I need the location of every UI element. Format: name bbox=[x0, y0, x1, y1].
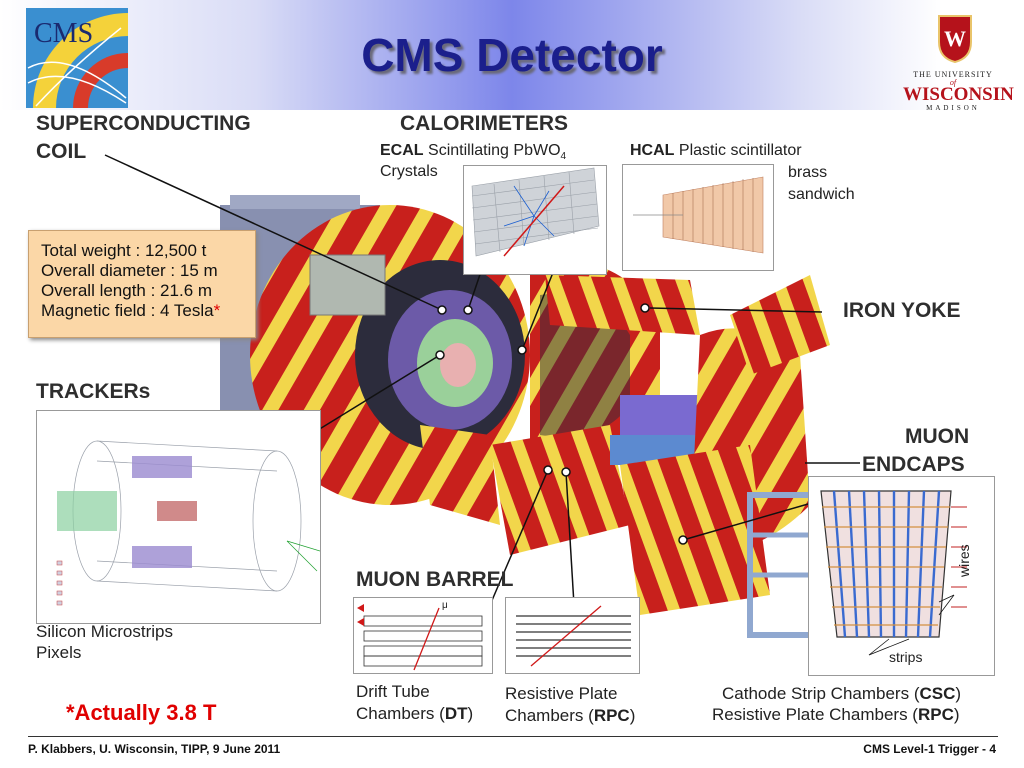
ecal-inset bbox=[463, 165, 607, 275]
label-strips: strips bbox=[889, 649, 922, 665]
footer-divider bbox=[28, 736, 998, 737]
uw-wisconsin: WISCONSIN bbox=[903, 84, 1014, 105]
label-wires: wires bbox=[956, 544, 972, 578]
spec-length: Overall length : 21.6 m bbox=[41, 281, 213, 300]
uw-the-university: THE UNIVERSITY bbox=[913, 70, 993, 79]
label-superconducting: SUPERCONDUCTING bbox=[36, 112, 251, 135]
cms-logo: CMS bbox=[26, 8, 128, 108]
label-rpc-1: Resistive Plate bbox=[505, 684, 618, 703]
label-pixels: Pixels bbox=[36, 643, 82, 662]
footer-page: CMS Level-1 Trigger - 4 bbox=[863, 742, 996, 756]
uw-madison: MADISON bbox=[926, 104, 980, 112]
label-csc-2: Resistive Plate Chambers (RPC) bbox=[712, 705, 960, 724]
label-drift-1: Drift Tube bbox=[356, 682, 430, 701]
uw-of: of bbox=[949, 78, 957, 87]
label-coil: COIL bbox=[36, 140, 87, 163]
label-iron-yoke: IRON YOKE bbox=[843, 299, 961, 322]
csc-inset: wires strips bbox=[808, 476, 995, 676]
ecal-desc-line1: ECAL Scintillating PbWO4 bbox=[380, 142, 567, 163]
svg-text:μ: μ bbox=[442, 600, 448, 611]
spec-diameter: Overall diameter : 15 m bbox=[41, 261, 218, 280]
label-muon: MUON bbox=[905, 425, 970, 448]
field-footnote: *Actually 3.8 T bbox=[66, 700, 217, 725]
spec-field: Magnetic field : 4 Tesla* bbox=[41, 301, 221, 320]
cms-logo-text: CMS bbox=[34, 18, 93, 49]
hcal-desc-line1: HCAL Plastic scintillator bbox=[630, 142, 802, 159]
tracker-region bbox=[440, 343, 476, 387]
svg-text:W: W bbox=[944, 26, 966, 51]
uw-crest-icon: W bbox=[938, 15, 972, 64]
tracker-inset bbox=[36, 410, 321, 624]
label-muon-barrel: MUON BARREL bbox=[356, 568, 514, 591]
iron-yoke-segment bbox=[545, 275, 700, 335]
label-silicon: Silicon Microstrips bbox=[36, 622, 173, 641]
detector-illustration bbox=[220, 195, 843, 638]
label-trackers: TRACKERs bbox=[36, 380, 151, 403]
hcal-desc-line2: brass bbox=[788, 164, 828, 181]
dt-inset: μ bbox=[353, 597, 493, 674]
label-rpc-2: Chambers (RPC) bbox=[505, 706, 636, 725]
spec-weight: Total weight : 12,500 t bbox=[41, 241, 207, 260]
ecal-desc-line2: Crystals bbox=[380, 163, 438, 180]
hcal-desc-line3: sandwich bbox=[788, 186, 855, 203]
label-drift-2: Chambers (DT) bbox=[356, 704, 474, 723]
hcal-inset bbox=[622, 164, 774, 271]
gray-panel bbox=[309, 254, 386, 316]
label-calorimeters: CALORIMETERS bbox=[400, 112, 568, 135]
label-endcaps: ENDCAPS bbox=[862, 453, 965, 476]
muon-endcap-lower bbox=[620, 445, 770, 615]
coil-specs-box: Total weight : 12,500 t Overall diameter… bbox=[28, 230, 256, 338]
label-csc-1: Cathode Strip Chambers (CSC) bbox=[722, 684, 962, 703]
rpc-inset bbox=[505, 597, 640, 674]
footer-author: P. Klabbers, U. Wisconsin, TIPP, 9 June … bbox=[28, 742, 281, 756]
header-band bbox=[0, 0, 1024, 110]
page-title: CMS Detector bbox=[361, 29, 663, 81]
